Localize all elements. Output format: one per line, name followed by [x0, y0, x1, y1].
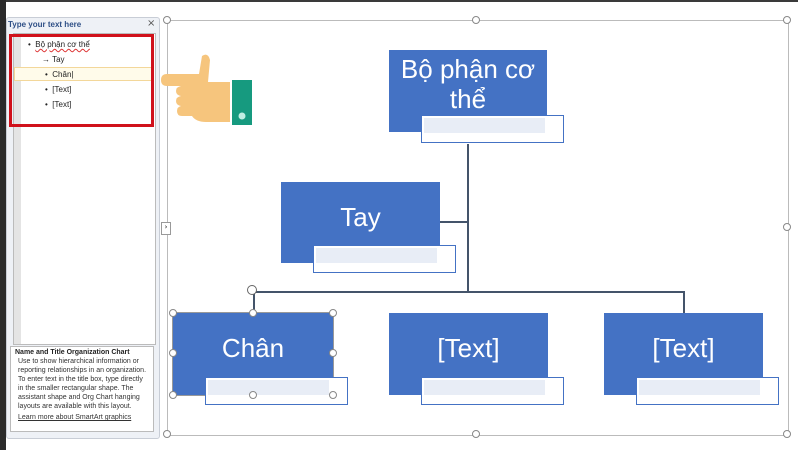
- resize-handle[interactable]: [472, 16, 480, 24]
- connector: [253, 291, 255, 313]
- resize-handle[interactable]: [163, 16, 171, 24]
- list-item-text: [Text]: [52, 100, 72, 109]
- list-gutter: [14, 34, 21, 344]
- list-item[interactable]: • [Text]: [45, 100, 71, 109]
- layout-description: Name and Title Organization Chart Use to…: [10, 346, 154, 432]
- list-item[interactable]: → Tay: [42, 55, 65, 64]
- selection-handle[interactable]: [329, 391, 337, 399]
- selection-handle[interactable]: [329, 349, 337, 357]
- description-heading: Name and Title Organization Chart: [15, 349, 130, 356]
- resize-handle[interactable]: [163, 430, 171, 438]
- learn-more-link[interactable]: Learn more about SmartArt graphics: [18, 414, 132, 421]
- window-top-border: [0, 0, 798, 2]
- list-item-text: [Text]: [52, 85, 72, 94]
- selection-handle[interactable]: [329, 309, 337, 317]
- connector: [683, 291, 685, 313]
- connector: [467, 144, 469, 293]
- connector: [253, 291, 685, 293]
- list-item[interactable]: • Bộ phận cơ thể: [28, 40, 90, 49]
- title-box[interactable]: [205, 377, 348, 405]
- selection-handle[interactable]: [249, 309, 257, 317]
- close-icon[interactable]: ×: [147, 18, 156, 29]
- description-body: Use to show hierarchical information or …: [18, 358, 147, 410]
- title-box[interactable]: [421, 377, 564, 405]
- bullet-icon: •: [28, 40, 31, 49]
- title-box[interactable]: [636, 377, 779, 405]
- window-left-border: [0, 0, 6, 450]
- resize-handle[interactable]: [783, 16, 791, 24]
- resize-handle[interactable]: [472, 430, 480, 438]
- expand-pane-button[interactable]: ›: [161, 222, 171, 235]
- bullet-icon: •: [45, 85, 48, 94]
- bullet-icon: •: [45, 100, 48, 109]
- bullet-icon: •: [45, 70, 48, 79]
- arrow-icon: →: [42, 55, 50, 64]
- rotate-handle[interactable]: [247, 285, 257, 295]
- hand-pointing-icon: [161, 54, 252, 125]
- title-box[interactable]: [421, 115, 564, 143]
- resize-handle[interactable]: [783, 430, 791, 438]
- selection-handle[interactable]: [169, 391, 177, 399]
- list-item-text: Bộ phận cơ thể: [35, 40, 90, 49]
- selection-handle[interactable]: [169, 309, 177, 317]
- list-item-text: Tay: [52, 55, 65, 64]
- resize-handle[interactable]: [783, 223, 791, 231]
- selection-handle[interactable]: [249, 391, 257, 399]
- list-item[interactable]: • Chân|: [45, 70, 74, 79]
- selection-handle[interactable]: [169, 349, 177, 357]
- list-item[interactable]: • [Text]: [45, 85, 71, 94]
- title-box[interactable]: [313, 245, 456, 273]
- connector: [440, 221, 468, 223]
- highlight-frame: [9, 34, 154, 127]
- list-item-text: Chân: [52, 70, 72, 79]
- text-pane-title: Type your text here: [8, 20, 82, 29]
- text-pane-list[interactable]: • Bộ phận cơ thể → Tay • Chân| • [Text] …: [13, 33, 156, 345]
